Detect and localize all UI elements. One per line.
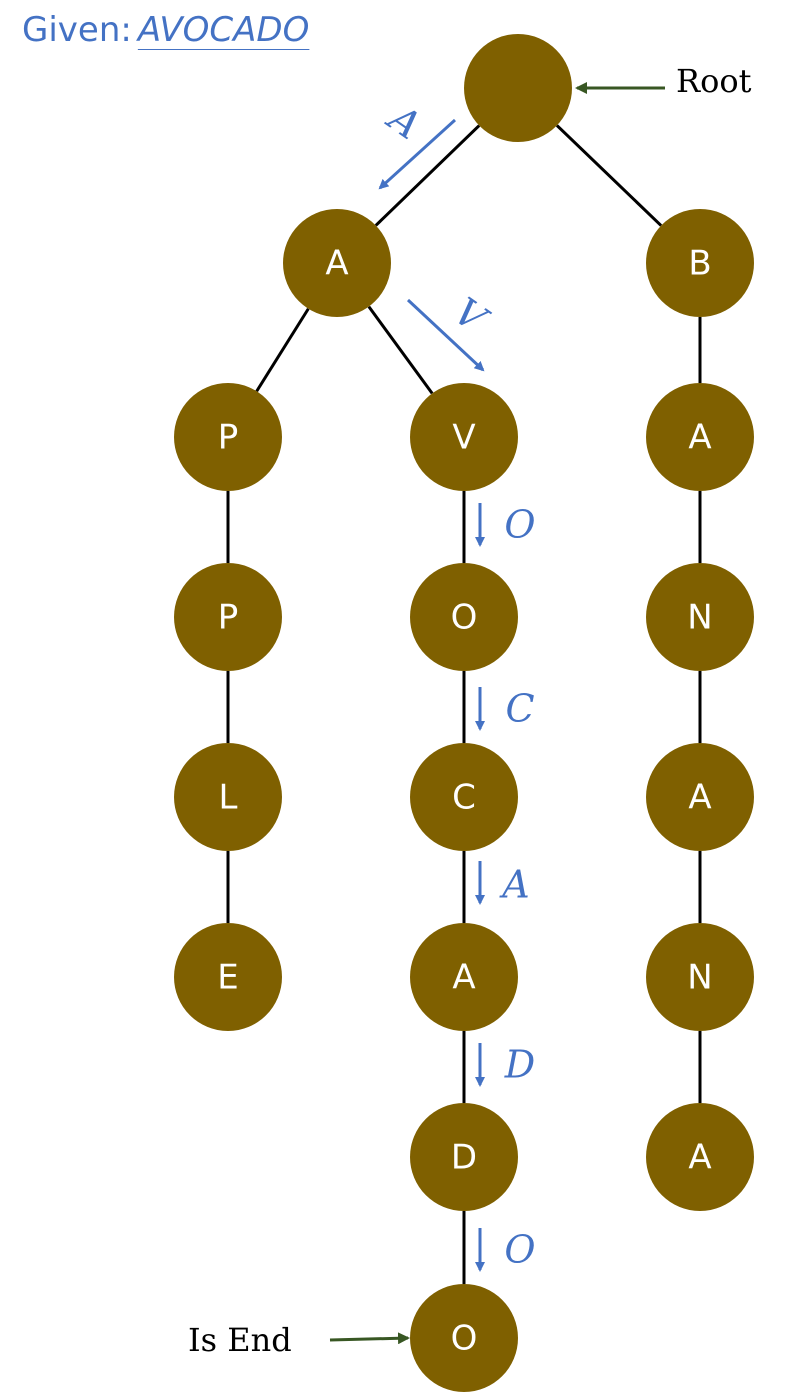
trie-node-ca: A xyxy=(410,923,518,1031)
is-end-callout-arrow xyxy=(329,1332,410,1345)
trie-node-p2: P xyxy=(174,563,282,671)
trie-node-circle xyxy=(410,1103,518,1211)
trie-node-p1: P xyxy=(174,383,282,491)
trie-node-d: D xyxy=(410,1103,518,1211)
edge-root-a xyxy=(374,124,481,227)
path-step-4: C xyxy=(475,687,535,731)
trie-node-label: P xyxy=(218,598,239,638)
root-callout: Root xyxy=(575,62,752,100)
trie-node-circle xyxy=(410,383,518,491)
trie-node-circle xyxy=(174,383,282,491)
trie-node-e: E xyxy=(174,923,282,1031)
path-step-label: C xyxy=(505,687,534,731)
trie-node-label: B xyxy=(688,244,711,284)
trie-node-v: V xyxy=(410,383,518,491)
trie-node-circle xyxy=(410,923,518,1031)
is-end-callout: Is End xyxy=(188,1321,410,1359)
path-step-label: O xyxy=(504,503,535,547)
trie-node-circle xyxy=(646,209,754,317)
trie-node-o_end: O xyxy=(410,1284,518,1392)
trie-node-ba: A xyxy=(646,383,754,491)
path-step-6: D xyxy=(475,1043,535,1087)
trie-node-banan: N xyxy=(646,923,754,1031)
path-step-2: V xyxy=(406,289,497,372)
trie-node-label: N xyxy=(687,598,712,638)
trie-node-circle xyxy=(410,563,518,671)
is-end-callout-label: Is End xyxy=(188,1321,292,1359)
edges-layer xyxy=(226,124,702,1284)
trie-node-circle xyxy=(646,743,754,851)
edge-a-v xyxy=(367,305,434,395)
path-step-5: A xyxy=(475,861,530,907)
trie-node-circle xyxy=(283,209,391,317)
path-step-label: V xyxy=(446,289,497,343)
path-step-label: O xyxy=(504,1228,535,1272)
trie-node-label: V xyxy=(452,418,475,458)
trie-node-label: O xyxy=(451,1319,478,1359)
trie-node-label: A xyxy=(688,1138,711,1178)
trie-node-circle xyxy=(646,923,754,1031)
path-step-label: A xyxy=(379,95,429,149)
root-callout-label: Root xyxy=(676,62,752,100)
trie-node-label: A xyxy=(452,958,475,998)
trie-node-bana: A xyxy=(646,743,754,851)
trie-node-label: E xyxy=(217,958,238,998)
path-step-label: D xyxy=(504,1043,535,1087)
edge-a-p1 xyxy=(255,307,310,393)
given-heading: Given:AVOCADO xyxy=(22,10,309,50)
trie-node-o: O xyxy=(410,563,518,671)
trie-node-root xyxy=(464,34,572,142)
path-step-7: O xyxy=(475,1228,536,1272)
trie-node-banana: A xyxy=(646,1103,754,1211)
path-step-3: O xyxy=(475,503,536,547)
trie-node-ban: N xyxy=(646,563,754,671)
trie-node-circle xyxy=(174,923,282,1031)
trie-node-circle xyxy=(174,743,282,851)
given-word: AVOCADO xyxy=(137,10,310,50)
trie-node-label: A xyxy=(688,418,711,458)
trie-node-l: L xyxy=(174,743,282,851)
given-label: Given: xyxy=(22,10,132,50)
trie-node-label: A xyxy=(325,244,348,284)
trie-node-label: D xyxy=(451,1138,477,1178)
nodes-layer: A B P V A P O N L C A E A N D A O xyxy=(174,34,754,1392)
trie-node-circle xyxy=(646,383,754,491)
trie-node-label: O xyxy=(451,598,478,638)
path-step-label: A xyxy=(499,863,529,907)
path-step-arrow xyxy=(406,298,485,372)
path-step-arrow xyxy=(378,118,457,190)
trie-node-circle xyxy=(646,1103,754,1211)
trie-node-label: N xyxy=(687,958,712,998)
trie-node-circle xyxy=(174,563,282,671)
trie-node-b: B xyxy=(646,209,754,317)
trie-node-c: C xyxy=(410,743,518,851)
trie-node-circle xyxy=(410,1284,518,1392)
trie-node-label: C xyxy=(452,778,476,818)
path-step-1: A xyxy=(378,95,457,190)
trie-node-circle xyxy=(410,743,518,851)
trie-node-label: A xyxy=(688,778,711,818)
trie-node-a: A xyxy=(283,209,391,317)
trie-node-circle xyxy=(646,563,754,671)
edge-root-b xyxy=(555,124,663,227)
trie-node-label: L xyxy=(219,778,238,818)
trie-node-circle xyxy=(464,34,572,142)
trie-node-label: P xyxy=(218,418,239,458)
path-steps-layer: A V O C A D O xyxy=(378,95,536,1272)
